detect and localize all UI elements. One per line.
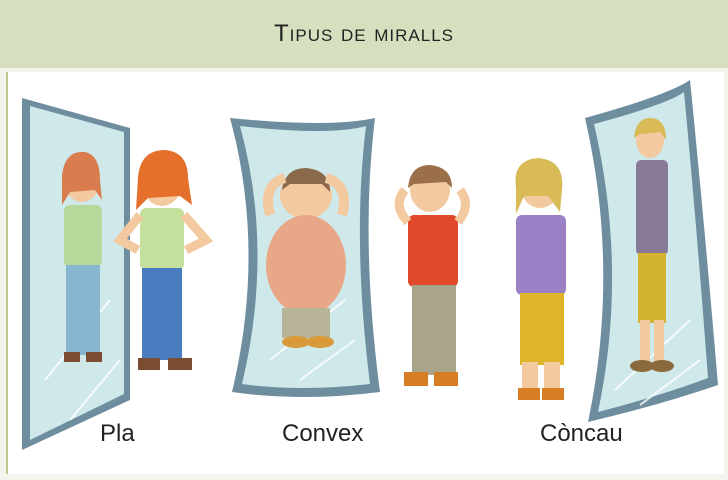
header-bar: Tipus de miralls <box>0 0 728 68</box>
concave-girl-figure <box>515 158 566 400</box>
page-title: Tipus de miralls <box>273 20 455 47</box>
flat-girl-figure <box>113 150 214 370</box>
concave-reflection-figure <box>630 118 674 372</box>
flat-mirror-reflection <box>62 151 102 362</box>
caption-flat: Pla <box>100 420 135 447</box>
convex-reflection-figure <box>262 168 349 348</box>
convex-boy-figure <box>394 165 470 386</box>
caption-convex: Convex <box>282 420 364 447</box>
caption-concave: Còncau <box>540 420 623 447</box>
